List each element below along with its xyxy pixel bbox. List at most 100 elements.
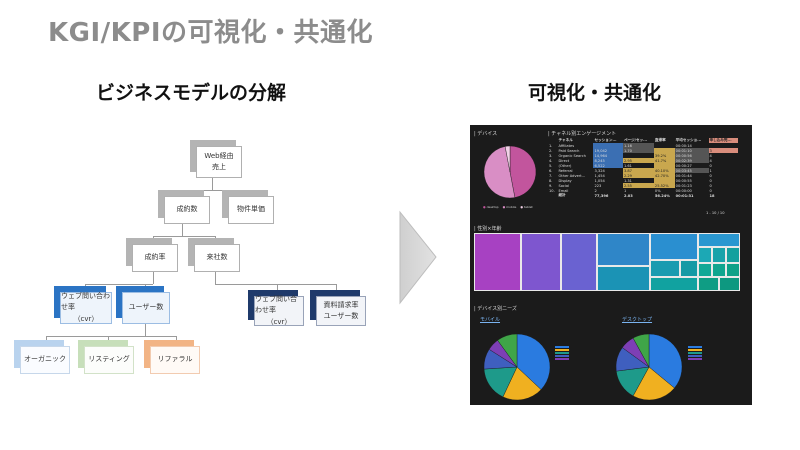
table-cell: 00:00:55: [675, 178, 692, 183]
node-visits: 来社数: [188, 238, 240, 272]
legend-item: ● tablet: [520, 205, 533, 209]
legend-swatch: [555, 349, 569, 351]
table-header[interactable]: 平均セッショ...: [675, 138, 702, 142]
pie-slice: [483, 146, 516, 199]
treemap-cell: [680, 260, 698, 277]
treemap-cell: [650, 260, 680, 277]
table-cell: 2: [594, 188, 597, 193]
table-cell: Organic Search: [558, 153, 586, 158]
pie-slice: [516, 333, 551, 390]
treemap-cell: [698, 247, 712, 263]
node-label: （cvr）: [266, 317, 292, 326]
legend-swatch: [688, 346, 702, 348]
table-cell: 4: [709, 158, 712, 163]
node-label: 成約数: [176, 205, 198, 214]
table-header[interactable]: 直帰率: [654, 138, 666, 142]
treemap-cell: [698, 277, 719, 291]
node-label: （cvr）: [73, 314, 99, 323]
table-cell: 00:01:23: [675, 183, 692, 188]
table-cell: Referral: [558, 168, 573, 173]
table-cell: Email: [558, 188, 569, 193]
table-cell: 1.61: [623, 163, 632, 168]
table-cell: 14,964: [593, 153, 623, 158]
table-cell: 00:01:44: [675, 173, 692, 178]
table-header[interactable]: チャネル: [558, 138, 573, 142]
node-organic: オーガニック: [14, 340, 70, 374]
table-header[interactable]: ページ/セッ...: [623, 138, 648, 142]
legend-swatch: [688, 358, 702, 360]
table-cell: 77,396: [594, 193, 609, 198]
legend-swatch: [555, 346, 569, 348]
legend-swatch: [555, 358, 569, 360]
node-document-request-rate: 資料請求率ユーザー数: [310, 290, 366, 326]
visualization-heading: 可視化・共通化: [528, 82, 662, 104]
node-label: 物件単価: [237, 205, 265, 214]
table-cell: 1: [623, 188, 627, 193]
treemap-cell: [712, 263, 726, 277]
table-cell: 223: [594, 183, 602, 188]
treemap-cell: [597, 233, 650, 266]
legend-swatch: [555, 352, 569, 354]
table-cell: 00:00:14: [675, 143, 692, 148]
table-cell: 1.16: [622, 143, 654, 148]
pie-slice: [502, 366, 542, 401]
table-cell: [548, 193, 557, 198]
table-header[interactable]: 申し込み完...: [708, 138, 738, 143]
table-cell: 18: [709, 193, 715, 198]
table-cell: Social: [558, 183, 570, 188]
node-label: ユーザー数: [323, 312, 359, 320]
treemap-cell: [561, 233, 597, 291]
table-cell: 0: [709, 163, 712, 168]
table-header[interactable]: セッション...: [594, 138, 617, 142]
business-model-heading: ビジネスモデルの分解: [96, 82, 287, 104]
table-cell: 1.31: [623, 178, 632, 183]
table-total-row: 総計 77,396 2.03 56.24% 00:01:31 18: [548, 193, 738, 198]
legend-item: ● desktop: [483, 205, 499, 209]
table-cell: 0%: [654, 188, 661, 193]
pie-slice: [504, 145, 511, 173]
table-cell: 3.: [549, 153, 553, 158]
table-cell: 00:01:31: [675, 193, 694, 198]
table-cell: 0: [709, 178, 712, 183]
table-cell: 1.: [549, 143, 553, 148]
node-contracts: 成約数: [158, 190, 210, 224]
table-cell: 2.95: [622, 158, 654, 163]
node-label: 来社数: [206, 253, 228, 262]
table-cell: 41.7%: [653, 158, 675, 163]
table-cell: 00:02:39: [674, 158, 709, 163]
table-header-row: チャネル セッション... ページ/セッ... 直帰率 平均セッショ... 申し…: [548, 138, 738, 143]
node-unit-price: 物件単価: [222, 190, 274, 224]
table-cell: 6.: [549, 168, 553, 173]
table-cell: 8.: [549, 178, 553, 183]
table-cell: 40.10%: [653, 168, 675, 173]
legend-swatch: [688, 355, 702, 357]
table-pagination[interactable]: 1 - 10 / 10: [706, 211, 725, 215]
table-cell: 0: [709, 183, 712, 188]
treemap-cell: [521, 233, 561, 291]
table-cell: [653, 178, 675, 183]
treemap-cell: [650, 233, 698, 260]
mobile-pie-chart: [483, 333, 551, 401]
table-cell: Display: [558, 178, 572, 183]
node-web-sales: Web経由売上: [190, 140, 242, 178]
node-referral: リファラル: [144, 340, 200, 374]
device-legend: ● desktop ● mobile ● tablet: [483, 205, 533, 209]
table-cell: 39.2%: [653, 153, 675, 158]
table-cell: 8,245: [593, 158, 623, 163]
table-cell: 42.70%: [653, 173, 675, 178]
table-cell: 1: [709, 168, 712, 173]
node-label: リファラル: [157, 355, 193, 364]
table-cell: Direct: [558, 158, 570, 163]
page-title: KGI/KPIの可視化・共通化: [48, 18, 374, 48]
table-cell: 5.: [549, 163, 553, 168]
